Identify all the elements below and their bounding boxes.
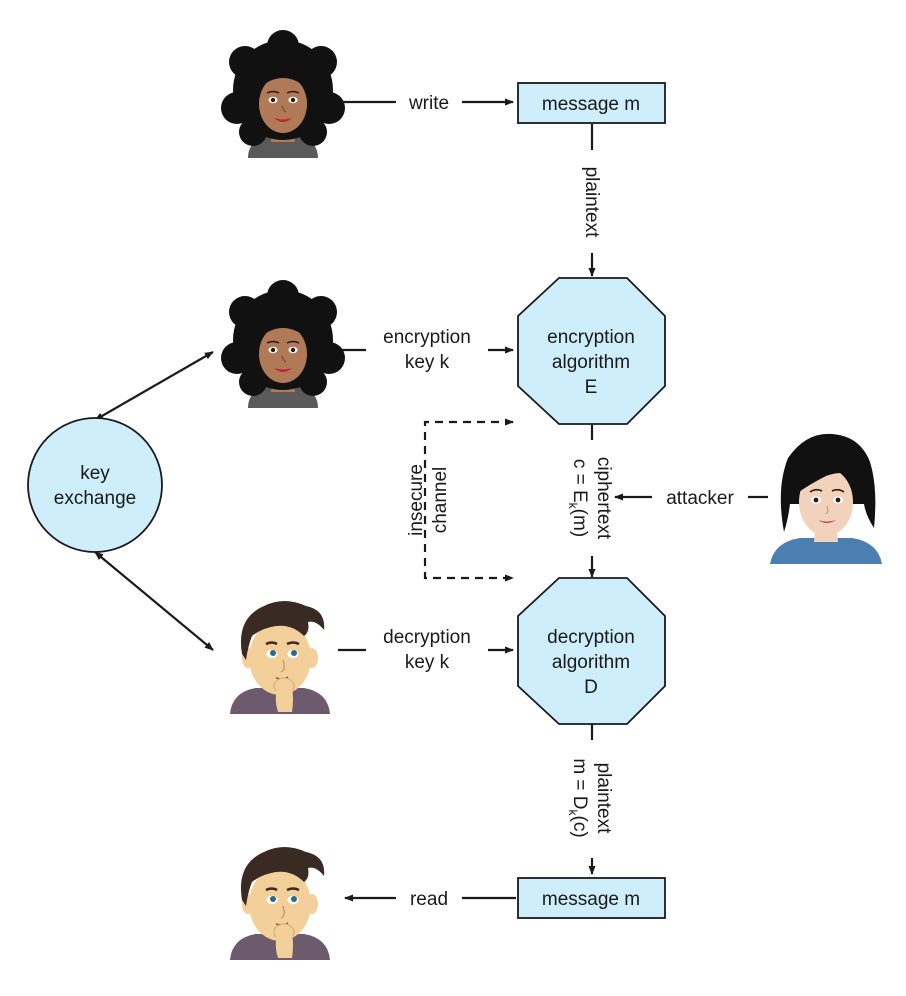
encryption-label-2: algorithm (552, 352, 630, 373)
encryption-label-1: encryption (547, 327, 635, 348)
man-icon (228, 845, 332, 962)
insecure-channel-label-2: channel (430, 467, 451, 534)
decryption-label-2: algorithm (552, 652, 630, 673)
attacker-label: attacker (666, 488, 734, 509)
key-exchange-to-enc (94, 351, 214, 421)
arrows (94, 98, 768, 902)
read-label: read (410, 889, 448, 910)
key-exchange-node: key exchange (27, 417, 163, 553)
attacker-icon (770, 433, 882, 564)
enc-key-label-2: key k (405, 352, 450, 373)
woman-icon (220, 279, 346, 409)
decryption-node: decryption algorithm D (517, 577, 666, 725)
man-icon (228, 599, 332, 716)
dec-key-label-2: key k (405, 652, 450, 673)
dec-key-label-1: decryption (383, 627, 471, 648)
cipher-formula-label: c = Ek(m) (566, 459, 590, 537)
encryption-label-3: E (585, 377, 598, 398)
encryption-node: encryption algorithm E (517, 277, 666, 425)
insecure-channel-line (423, 418, 514, 582)
message-bottom-label: message m (542, 889, 640, 910)
key-exchange-label-1: key (80, 463, 110, 484)
key-exchange-to-dec (94, 551, 214, 651)
message-top-label: message m (542, 94, 640, 115)
key-exchange-label-2: exchange (54, 488, 136, 509)
insecure-channel-label-1: insecure (406, 464, 427, 536)
write-label: write (408, 93, 449, 114)
plain-formula-label: m = Dk(c) (566, 758, 590, 837)
ciphertext-label: ciphertext (593, 457, 614, 540)
message-top-node: message m (517, 82, 666, 124)
woman-icon (220, 29, 346, 159)
enc-key-label-1: encryption (383, 327, 471, 348)
message-bottom-node: message m (517, 877, 666, 919)
plaintext-top-label: plaintext (581, 167, 602, 238)
decryption-label-3: D (584, 677, 598, 698)
plaintext-bottom-label: plaintext (593, 763, 614, 834)
decryption-label-1: decryption (547, 627, 635, 648)
